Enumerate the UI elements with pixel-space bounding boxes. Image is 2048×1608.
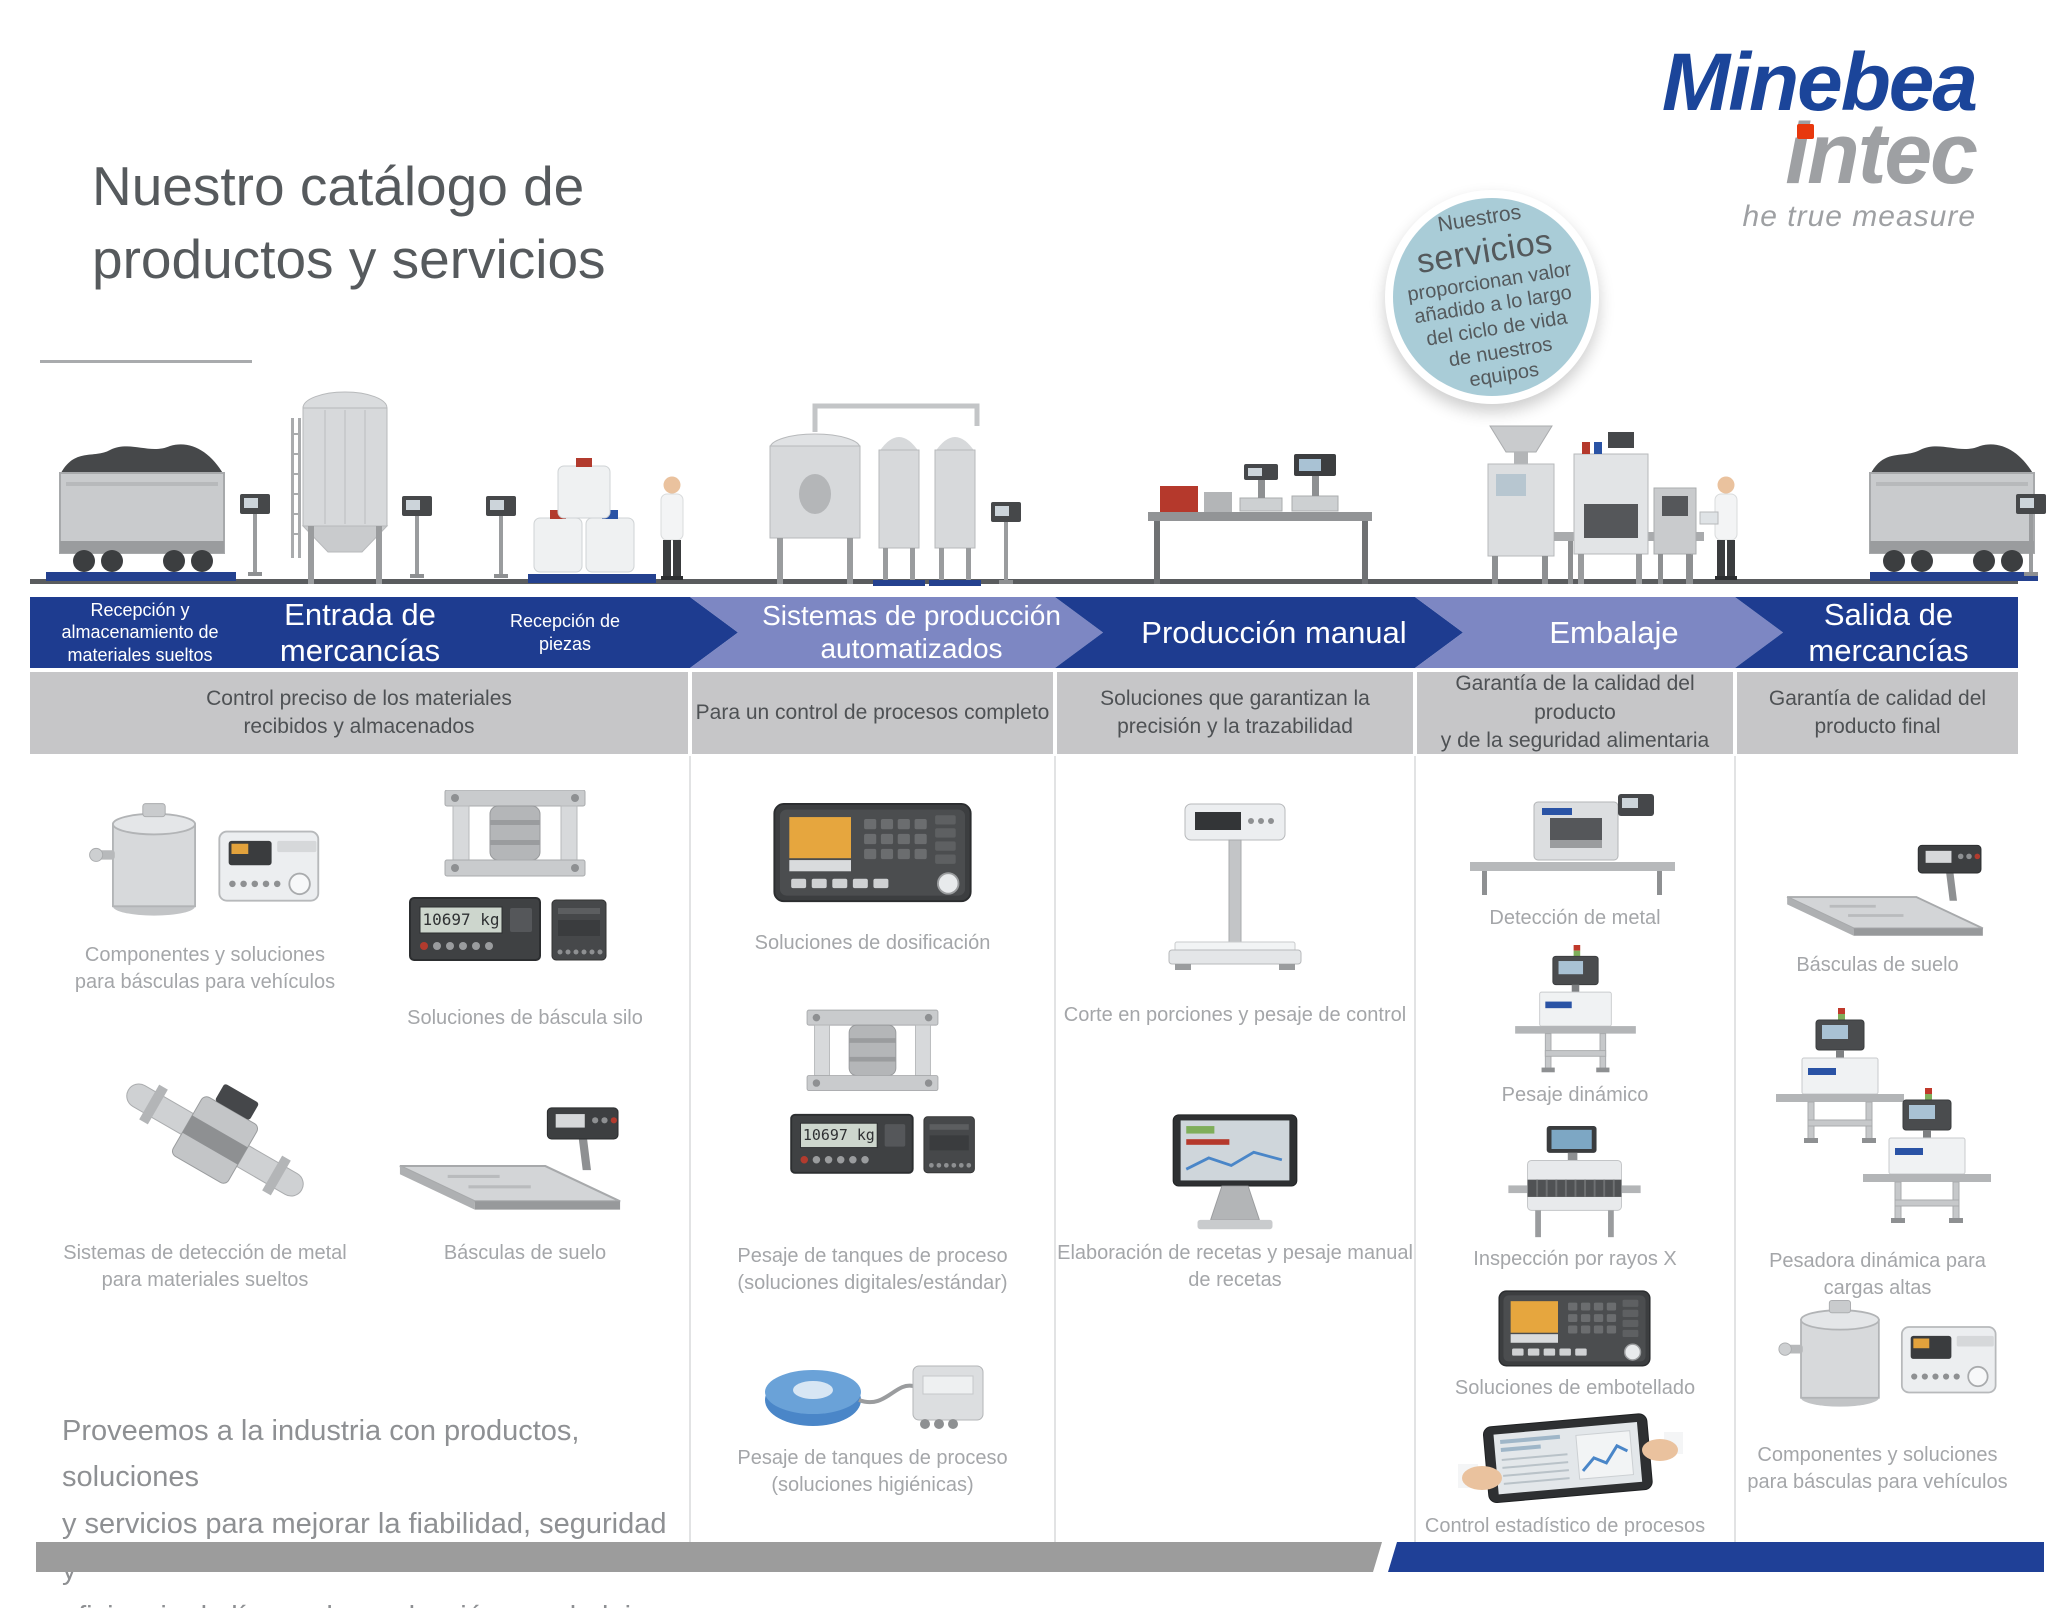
logo-minebea: Minebea: [1661, 37, 1978, 128]
silo-weigh-module-illustration: 10697 kg: [409, 790, 607, 961]
xray-inspection-illustration: [1508, 1126, 1641, 1238]
tank-indicator-display: 10697 kg: [803, 1126, 875, 1144]
weighbridge-truck-left-icon: [46, 443, 270, 581]
caption-rayos-x: Inspección por rayos X: [1473, 1248, 1677, 1270]
metal-detector-illustration: [126, 1083, 304, 1197]
column-divider: [1734, 756, 1736, 1542]
services-badge-circle: Nuestros servicios proporcionan valor añ…: [1393, 198, 1591, 396]
caption-vehiculos-salida: Componentes y soluciones para básculas p…: [1747, 1444, 2008, 1493]
description-band: [30, 672, 2018, 754]
banner-label-recepcion-almacenamiento: Recepción y almacenamiento de materiales…: [61, 599, 219, 665]
desc-sistemas: Para un control de procesos completo: [695, 700, 1050, 724]
dosing-indicator-illustration: [773, 803, 972, 903]
desc-salida: Garantía de calidad del producto final: [1768, 686, 1987, 738]
caption-control-estadistico: Control estadístico de procesos: [1424, 1515, 1706, 1537]
banner-label-entrada-mercancias: Entrada de mercancías: [279, 596, 441, 668]
band-divider: [688, 672, 692, 754]
hygienic-load-cell-illustration: [765, 1365, 984, 1429]
silo-icon: [291, 391, 432, 584]
logo-tagline: he true measure: [1742, 199, 1976, 233]
footer-blue-bar: [1388, 1542, 2044, 1572]
footer-gray-bar: [36, 1542, 1382, 1572]
caption-pesadora-dinamica: Pesadora dinámica para cargas altas: [1769, 1250, 1986, 1299]
intro-paragraph: Proveemos a la industria con productos, …: [62, 1415, 667, 1608]
column-divider: [1054, 756, 1056, 1542]
process-tanks-icon: [769, 403, 1021, 586]
spc-tablet-illustration: [1458, 1413, 1683, 1504]
recipe-terminal-illustration: [1172, 1114, 1298, 1230]
ground-line: [30, 579, 2018, 584]
dynamic-weigher-illustration: [1775, 1008, 1992, 1224]
caption-pesaje-dinamico: Pesaje dinámico: [1501, 1084, 1649, 1106]
weighbridge-truck-right-icon: [1869, 443, 2046, 581]
caption-vehiculos: Componentes y soluciones para básculas p…: [74, 944, 336, 993]
caption-tanques-higienico: Pesaje de tanques de proceso (soluciones…: [737, 1447, 1008, 1496]
banner-produccion-manual-segment: Producción manual: [1055, 597, 1463, 668]
checkweigher-illustration: [1514, 945, 1637, 1073]
silo-indicator-display: 10697 kg: [422, 910, 499, 929]
services-badge: Nuestros servicios proporcionan valor añ…: [1385, 190, 1599, 404]
desc-embalaje: Garantía de la calidad del producto y de…: [1440, 672, 1710, 753]
caption-basculas-suelo-salida: Básculas de suelo: [1796, 954, 1959, 976]
caption-silo: Soluciones de báscula silo: [407, 1007, 643, 1029]
band-divider: [1413, 672, 1417, 754]
floor-scale-illustration: [398, 1106, 622, 1212]
caption-recetas: Elaboración de recetas y pesaje manual d…: [1057, 1242, 1413, 1291]
band-divider: [1733, 672, 1737, 754]
logo-intec: intec: [1785, 105, 1978, 202]
caption-deteccion-metal: Sistemas de detección de metal para mate…: [63, 1242, 347, 1291]
caption-deteccion-metal-embalaje: Detección de metal: [1489, 907, 1661, 929]
desc-entrada: Control preciso de los materiales recibi…: [206, 686, 512, 738]
caption-corte: Corte en porciones y pesaje de control: [1063, 1004, 1407, 1026]
pallet-scale-icon: [486, 458, 684, 583]
page-title: Nuestro catálogo de productos y servicio…: [92, 155, 606, 290]
caption-tanques-digital: Pesaje de tanques de proceso (soluciones…: [737, 1245, 1008, 1294]
column-divider: [689, 756, 691, 1542]
banner-label-recepcion-piezas: Recepción de piezas: [509, 611, 621, 654]
manual-work-table-icon: [1148, 454, 1372, 584]
title-underline: [40, 360, 252, 363]
caption-basculas-suelo: Básculas de suelo: [443, 1242, 607, 1264]
floor-scale-illustration-2: [1785, 843, 1985, 938]
bench-scale-illustration: [1168, 803, 1302, 970]
minebea-intec-logo: Minebea intec he true measure: [1661, 37, 1978, 234]
caption-dosificacion: Soluciones de dosificación: [754, 932, 991, 954]
desc-manual: Soluciones que garantizan la precisión y…: [1100, 686, 1370, 738]
metal-detector-conveyor-illustration: [1470, 794, 1675, 895]
caption-embotellado: Soluciones de embotellado: [1454, 1377, 1696, 1399]
bottling-indicator-illustration: [1498, 1290, 1651, 1367]
vessel-indicator-illustration-2: [1778, 1299, 1997, 1408]
tank-weigh-module-illustration: 10697 kg: [790, 1009, 975, 1174]
banner-entrada-segment: Recepción y almacenamiento de materiales…: [30, 597, 738, 668]
column-divider: [1414, 756, 1416, 1542]
production-line-illustration: [30, 391, 2046, 586]
vessel-indicator-illustration: [88, 802, 320, 917]
packaging-line-icon: [1487, 425, 1738, 584]
band-divider: [1053, 672, 1057, 754]
banner-sistemas-segment: Sistemas de producción automatizados: [690, 597, 1103, 668]
banner-embalaje-segment: Embalaje: [1415, 597, 1783, 668]
